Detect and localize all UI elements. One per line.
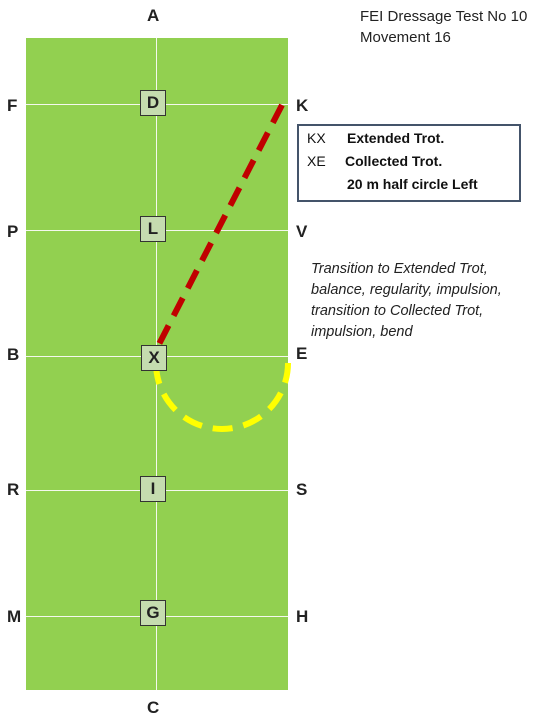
centre-marker-i: I [140, 476, 166, 502]
arena-letter-s: S [296, 480, 308, 499]
arena-letter-v: V [296, 222, 308, 241]
comment-line-4: impulsion, bend [311, 324, 413, 340]
arena-letter-h: H [296, 607, 309, 626]
arena-letter-c: C [147, 698, 160, 717]
extended-trot-path [153, 103, 285, 352]
comment-line-2: balance, regularity, impulsion, [311, 282, 502, 298]
judge-comment: Transition to Extended Trot, balance, re… [311, 259, 533, 343]
movement-text-kx: Extended Trot. [347, 130, 445, 146]
centre-marker-g: G [140, 600, 166, 626]
arena-letter-f: F [7, 96, 18, 115]
arena-letter-r: R [7, 480, 20, 499]
movement-text-half-circle: 20 m half circle Left [347, 176, 478, 192]
movement-code-xe: XE [307, 153, 326, 169]
arena-letter-p: P [7, 222, 19, 241]
centre-marker-x: X [141, 345, 167, 371]
centre-marker-d: D [140, 90, 166, 116]
arena-letter-k: K [296, 96, 309, 115]
arena-letter-m: M [7, 607, 22, 626]
test-title: FEI Dressage Test No 10 Movement 16 [360, 6, 527, 48]
movement-text-xe: Collected Trot. [345, 153, 443, 169]
test-title-line-1: FEI Dressage Test No 10 [360, 8, 528, 25]
centre-marker-l: L [140, 216, 166, 242]
movement-code-kx: KX [307, 130, 326, 146]
collected-trot-path [153, 362, 291, 432]
comment-line-1: Transition to Extended Trot, [311, 261, 488, 277]
arena-letter-e: E [296, 344, 308, 363]
arena-letter-a: A [147, 6, 160, 25]
comment-line-3: transition to Collected Trot, [311, 303, 484, 319]
movement-box: KX Extended Trot. XE Collected Trot. 20 … [297, 124, 521, 202]
test-title-line-2: Movement 16 [360, 29, 451, 46]
arena-letter-b: B [7, 345, 20, 364]
